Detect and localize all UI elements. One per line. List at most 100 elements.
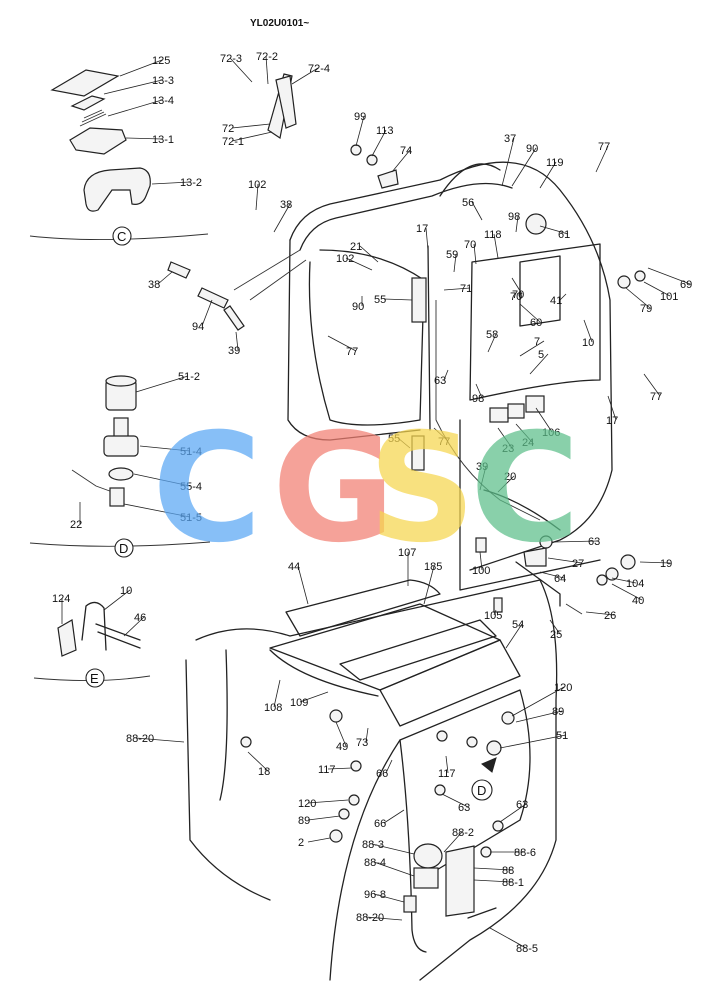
part-number-label: 105	[484, 610, 502, 622]
part-number-label: 77	[598, 141, 610, 153]
leader-line	[475, 383, 483, 399]
part-88-6-nut	[480, 846, 492, 858]
part-88-bracket	[445, 845, 475, 917]
detail-e-letter: E	[90, 671, 99, 686]
part-number-label: 23	[502, 443, 514, 455]
leader-line	[549, 619, 561, 635]
detail-e-marker	[85, 668, 105, 688]
leader-line	[505, 623, 523, 649]
leader-line	[383, 809, 405, 824]
leader-line	[123, 503, 191, 518]
lower-cab-left-edge	[185, 659, 271, 901]
leader-line	[135, 375, 189, 393]
part-88-3-motor	[413, 843, 443, 869]
part-number-label: 72-2	[256, 51, 278, 63]
leader-line	[231, 131, 273, 142]
part-number-label: 70	[510, 291, 522, 303]
leader-line	[423, 565, 435, 605]
part-number-label: 55	[374, 294, 386, 306]
part-109-rail	[269, 603, 501, 691]
leader-line	[515, 215, 519, 233]
leader-line	[273, 679, 281, 708]
part-number-label: 63	[516, 799, 528, 811]
part-number-label: 38	[148, 279, 160, 291]
leader-line	[371, 129, 387, 157]
leader-line	[397, 437, 411, 449]
part-number-label: 22	[70, 519, 82, 531]
part-number-label: 99	[354, 111, 366, 123]
leader-line	[335, 721, 347, 747]
leader-line	[365, 916, 403, 921]
part-number-label: 77	[438, 436, 450, 448]
leader-line	[157, 271, 173, 285]
leader-line	[273, 203, 291, 233]
part-63-bolt-b	[434, 784, 446, 796]
leader-line	[639, 561, 671, 564]
part-number-label: 107	[398, 547, 416, 559]
part-number-label: 102	[336, 253, 354, 265]
part-number-label: 2	[298, 837, 304, 849]
leader-line	[135, 737, 185, 743]
leader-line	[359, 245, 379, 263]
leader-line	[607, 395, 617, 421]
leader-line	[497, 475, 515, 493]
leader-line	[511, 147, 537, 187]
part-44-panel	[285, 579, 441, 637]
leader-line	[445, 755, 449, 774]
part-51-4-stem	[113, 417, 129, 439]
part-13-1-bracket	[69, 127, 127, 155]
part-number-label: 51-5	[180, 512, 202, 524]
part-number-label: 102	[248, 179, 266, 191]
part-number-label: 25	[550, 629, 562, 641]
part-number-label: 13-3	[152, 75, 174, 87]
part-number-label: 119	[546, 157, 564, 169]
part-number-label: 125	[152, 55, 170, 67]
part-number-label: 73	[356, 737, 368, 749]
part-number-label: 55-4	[180, 481, 202, 493]
part-number-label: 72-3	[220, 53, 242, 65]
part-number-label: 89	[298, 815, 310, 827]
leader-line	[443, 369, 449, 381]
part-number-label: 18	[258, 766, 270, 778]
lower-cab-door	[329, 689, 531, 981]
leader-line	[493, 609, 497, 616]
leader-line	[345, 257, 373, 271]
part-number-label: 17	[606, 415, 618, 427]
leader-line	[559, 293, 567, 301]
part-number-label: 89	[552, 706, 564, 718]
part-number-label: 41	[550, 295, 562, 307]
leader-line	[473, 879, 513, 883]
part-number-label: 54	[512, 619, 524, 631]
leader-line	[119, 59, 163, 77]
part-number-label: 58	[486, 329, 498, 341]
part-2-bolt	[329, 829, 343, 843]
detail-d-ref-letter: D	[477, 783, 486, 798]
part-27-bracket	[523, 547, 547, 567]
part-number-label: 77	[346, 346, 358, 358]
part-number-label: 88	[502, 865, 514, 877]
part-51-4-body	[103, 435, 139, 457]
leader-line	[471, 201, 483, 221]
part-88-5-bolt	[467, 907, 497, 919]
leader-line	[255, 183, 259, 211]
part-number-label: 98	[508, 211, 520, 223]
leader-line	[625, 287, 651, 309]
part-number-label: 37	[504, 133, 516, 145]
leader-line	[297, 565, 309, 605]
part-51-2-top	[105, 375, 137, 387]
part-number-label: 120	[554, 682, 572, 694]
leader-line	[611, 577, 637, 584]
part-number-label: 88-3	[362, 839, 384, 851]
part-number-label: 72-1	[222, 136, 244, 148]
part-number-label: 5	[538, 349, 544, 361]
leader-line	[643, 373, 661, 397]
leader-line	[493, 233, 499, 259]
part-number-label: 90	[352, 301, 364, 313]
part-26-pin	[565, 603, 583, 615]
cab-door-pillar	[427, 245, 431, 431]
part-number-label: 120	[298, 798, 316, 810]
part-number-label: 71	[460, 283, 472, 295]
detail-c-group: C	[29, 69, 209, 246]
part-96-8-connector	[403, 895, 417, 913]
